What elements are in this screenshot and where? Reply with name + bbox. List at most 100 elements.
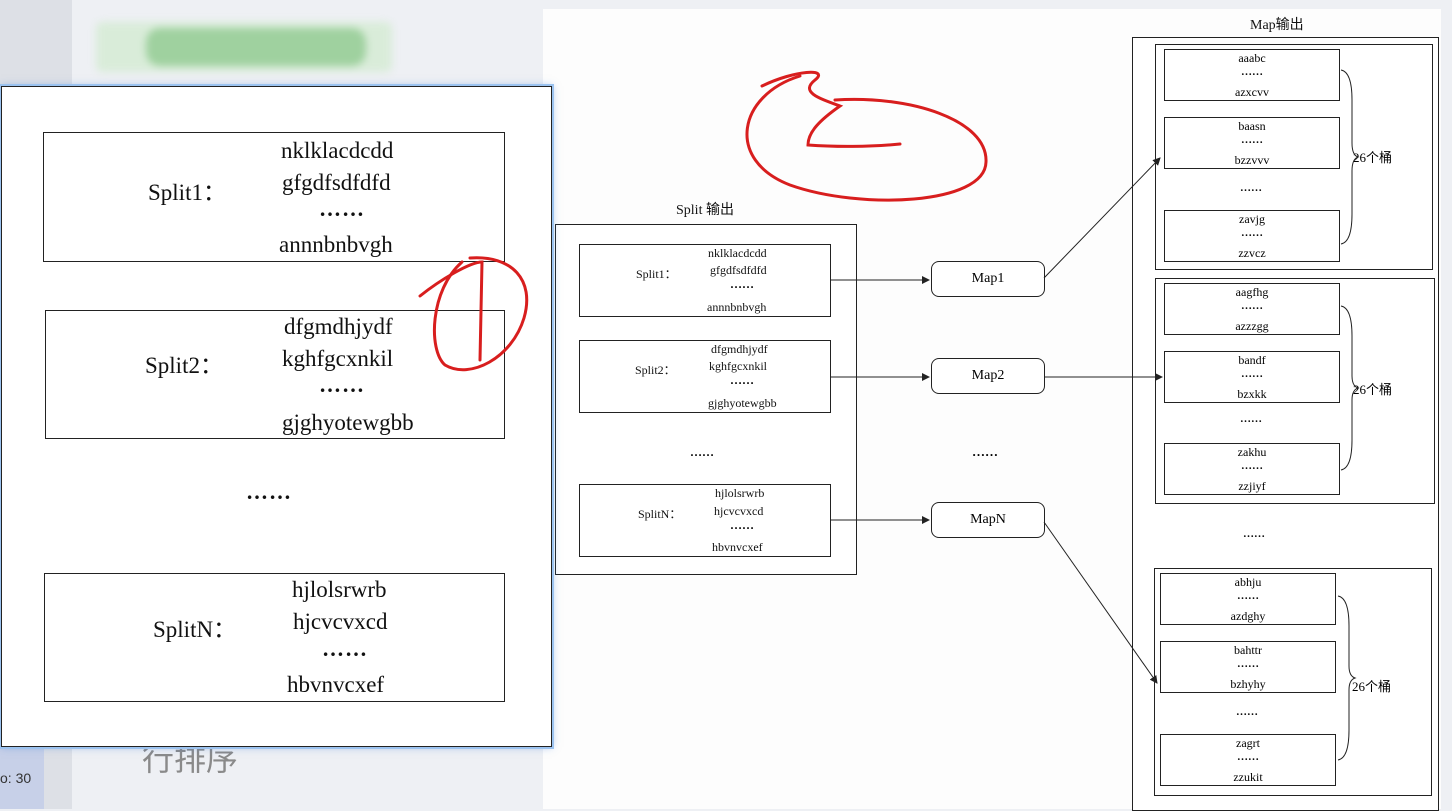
splitn-label: SplitN： [638,507,682,521]
brace-group-3 [1337,595,1357,761]
brace-label: 26个桶 [1353,150,1393,165]
bucket: zagrt …… zzukit [1160,734,1336,786]
bucket-group-1: aaabc …… azxcvv baasn …… bzzvvv …… zavjg… [1155,44,1433,270]
splitn-last: hbvnvcxef [712,540,763,554]
bucket: abhju …… azdghy [1160,573,1336,625]
bucket-mid-dots: …… [1240,413,1262,425]
zoom-split1-label: Split1： [148,180,226,205]
splitn-dots: …… [730,518,754,532]
mapn-to-buckets-arrow [1043,521,1158,684]
bucket-last: azdghy [1230,609,1266,623]
bucket-dots: …… [1237,658,1259,670]
bucket: aagfhg …… azzzgg [1164,283,1340,335]
bucket-first: bandf [1238,353,1266,367]
bucket-last: azzzgg [1235,319,1269,333]
zoom-split2-line2: kghfgcxnkil [282,346,394,371]
mapn-node: MapN [931,502,1045,538]
bucket-first: abhju [1234,575,1262,589]
zoom-splitn-box: SplitN： hjlolsrwrb hjcvcvxcd …… hbvnvcxe… [44,573,505,702]
handwritten-2-annotation [760,70,902,148]
map-output-title: Map输出 [1250,18,1304,33]
page-number: o: 30 [0,770,32,786]
split1-box: Split1： nklklacdcdd gfgdfsdfdfd …… annnb… [579,244,831,317]
map2-node: Map2 [931,358,1045,394]
bucket-dots: …… [1241,368,1263,380]
zoom-split2-line1: dfgmdhjydf [284,314,393,339]
bucket-first: aagfhg [1235,285,1269,299]
bucket-dots: …… [1241,134,1263,146]
map1-node: Map1 [931,261,1045,297]
bucket: bandf …… bzxkk [1164,351,1340,403]
zoom-split2-dots: …… [319,372,365,397]
bucket-last: bzxkk [1237,387,1267,401]
bucket-last: zzvcz [1238,246,1266,260]
bucket-dots: …… [1241,66,1263,78]
zoomed-split-panel: Split1： nklklacdcdd gfgdfsdfdfd …… annnb… [1,86,552,747]
bucket-last: bzhyhy [1230,677,1266,691]
splitn-line1: hjlolsrwrb [715,486,765,500]
bucket-dots: …… [1241,300,1263,312]
split2-line2: kghfgcxnkil [709,359,767,373]
zoom-split1-dots: …… [319,196,365,221]
map-output-container: aaabc …… azxcvv baasn …… bzzvvv …… zavjg… [1132,37,1439,811]
zoom-split2-box: Split2： dfgmdhjydf kghfgcxnkil …… gjghyo… [45,310,505,439]
map1-to-buckets-arrow [1043,157,1161,279]
zoom-split2-last: gjghyotewgbb [282,410,414,435]
bucket-last: zzjiyf [1238,479,1266,493]
split-output-title: Split 输出 [676,203,734,218]
zoom-middle-dots: …… [246,479,292,504]
zoom-splitn-line1: hjlolsrwrb [292,577,387,602]
split1-label: Split1： [636,267,677,281]
bucket-dots: …… [1237,751,1259,763]
bucket-first: zakhu [1237,445,1267,459]
split-middle-dots: …… [690,445,714,459]
zoom-splitn-dots: …… [322,636,368,661]
split1-line1: nklklacdcdd [708,246,767,260]
bucket-first: baasn [1238,119,1266,133]
zoom-split1-box: Split1： nklklacdcdd gfgdfsdfdfd …… annnb… [43,132,505,262]
zoom-splitn-last: hbvnvcxef [287,672,385,697]
split2-box: Split2： dfgmdhjydf kghfgcxnkil …… gjghyo… [579,340,831,413]
splitn-box: SplitN： hjlolsrwrb hjcvcvxcd …… hbvnvcxe… [579,484,831,557]
zoom-split1-last: annnbnbvgh [279,232,393,257]
zoom-split1-line2: gfgdfsdfdfd [282,170,391,195]
zoom-split2-label: Split2： [145,353,223,378]
split1-dots: …… [730,277,754,291]
group-between-dots: …… [1243,528,1265,540]
sidebar-footer [0,746,44,809]
bucket-group-2: aagfhg …… azzzgg bandf …… bzxkk …… zakhu… [1155,278,1435,504]
split1-last: annnbnbvgh [707,300,767,314]
bucket-dots: …… [1241,460,1263,472]
brace-label: 26个桶 [1352,679,1392,694]
brace-group-1 [1340,69,1360,245]
bucket-group-3: abhju …… azdghy bahttr …… bzhyhy …… zagr… [1154,568,1432,796]
bucket: zakhu …… zzjiyf [1164,443,1340,495]
circle-2-annotation [745,74,988,202]
bucket: bahttr …… bzhyhy [1160,641,1336,693]
zoom-split1-line1: nklklacdcdd [281,138,394,163]
bucket: zavjg …… zzvcz [1164,210,1340,262]
bucket-last: bzzvvv [1234,153,1270,167]
bucket-dots: …… [1237,590,1259,602]
bucket-first: aaabc [1238,51,1266,65]
split2-line1: dfgmdhjydf [711,342,768,356]
split2-dots: …… [730,373,754,387]
bucket-first: bahttr [1234,643,1262,657]
bucket-dots: …… [1241,227,1263,239]
split2-label: Split2： [635,363,676,377]
brace-label: 26个桶 [1353,382,1393,397]
bucket: baasn …… bzzvvv [1164,117,1340,169]
brace-group-2 [1340,305,1360,471]
blurred-slide-title [96,22,392,72]
bucket: aaabc …… azxcvv [1164,49,1340,101]
split1-line2: gfgdfsdfdfd [710,263,767,277]
zoom-splitn-line2: hjcvcvxcd [293,609,388,634]
split2-last: gjghyotewgbb [708,396,777,410]
bucket-mid-dots: …… [1236,706,1258,718]
map-middle-dots: …… [972,444,998,459]
bucket-last: azxcvv [1235,85,1269,99]
zoom-splitn-label: SplitN： [153,617,237,642]
bucket-first: zavjg [1239,212,1265,226]
bucket-first: zagrt [1236,736,1260,750]
